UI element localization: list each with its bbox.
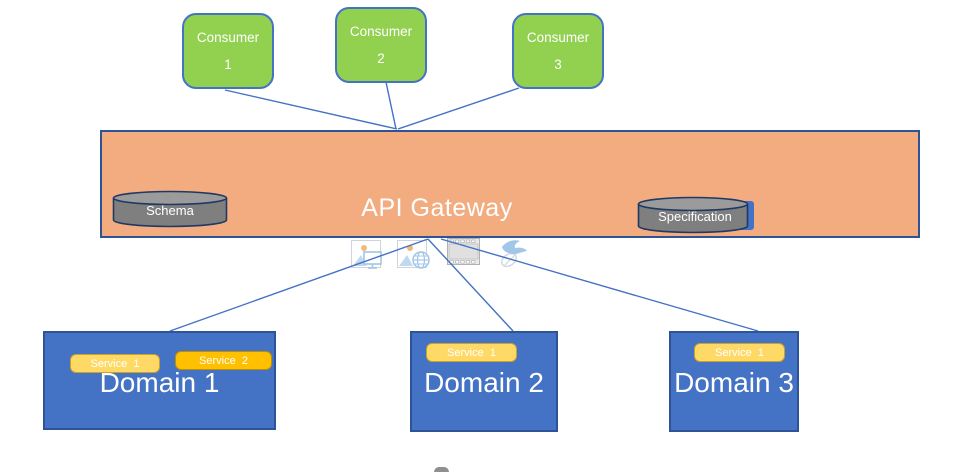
schema-store-label: Schema [146, 203, 194, 218]
domain-2-box[interactable]: Service 1 Domain 2 [410, 331, 558, 432]
domain-1-label: Domain 1 [99, 367, 220, 398]
consumer-3-box[interactable]: Consumer 3 [512, 13, 604, 89]
line-consumer2-gateway [385, 81, 397, 130]
schema-store[interactable]: Schema [112, 190, 228, 228]
domain3-service-1-badge[interactable]: Service 1 [694, 343, 785, 362]
database-cylinder-icon [112, 190, 228, 228]
api-gateway-box[interactable]: API Gateway [100, 130, 920, 238]
api-gateway-title: API Gateway [361, 194, 513, 222]
domain-3-box[interactable]: Service 1 Domain 3 [669, 331, 799, 432]
consumer-2-label-line1: Consumer [349, 24, 413, 39]
consumer-1-box[interactable]: Consumer 1 [182, 13, 274, 89]
consumer-1-label-line1: Consumer [196, 30, 260, 45]
specification-store[interactable]: Specification [637, 196, 754, 234]
specification-store-label: Specification [658, 209, 732, 224]
consumer-2-box[interactable]: Consumer 2 [335, 7, 427, 83]
consumer-3-label-line1: Consumer [526, 30, 590, 45]
line-gateway-domain3 [440, 238, 759, 332]
line-consumer1-gateway [224, 89, 398, 130]
consumer-1-label-line2: 1 [224, 57, 232, 72]
domain-3-label: Domain 3 [674, 367, 794, 398]
consumer-2-label-line2: 2 [377, 51, 385, 66]
domain2-service-1-badge[interactable]: Service 1 [426, 343, 517, 362]
domain1-service-2-badge[interactable]: Service 2 [175, 351, 272, 370]
picture-globe-icon [397, 240, 431, 275]
domain-1-box[interactable]: Service 1 Service 2 Domain 1 [43, 331, 276, 430]
line-gateway-domain1 [169, 238, 429, 332]
film-strip-icon [447, 238, 481, 271]
domain-2-label: Domain 2 [424, 367, 544, 398]
consumer-3-label-line2: 3 [554, 57, 562, 72]
picture-monitor-icon [351, 240, 385, 275]
cropped-circle-shape [434, 467, 449, 472]
line-consumer3-gateway [397, 87, 520, 130]
domain1-service-1-badge[interactable]: Service 1 [70, 354, 160, 373]
dove-leaf-icon [492, 235, 530, 276]
database-cylinder-icon [637, 196, 749, 234]
